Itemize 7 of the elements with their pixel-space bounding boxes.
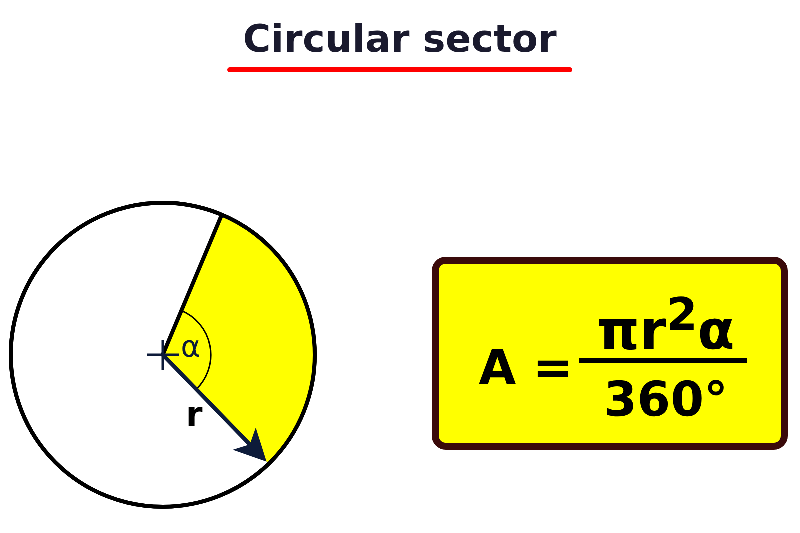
radius-label: r [186, 398, 203, 432]
formula-denominator: 360° [602, 376, 730, 424]
formula-numerator: πr$^{2}$α [596, 292, 736, 358]
title: Circular sector [242, 20, 558, 58]
formula-lhs: A = [479, 344, 574, 392]
angle-label: α [181, 333, 201, 363]
formula-box [432, 257, 788, 450]
